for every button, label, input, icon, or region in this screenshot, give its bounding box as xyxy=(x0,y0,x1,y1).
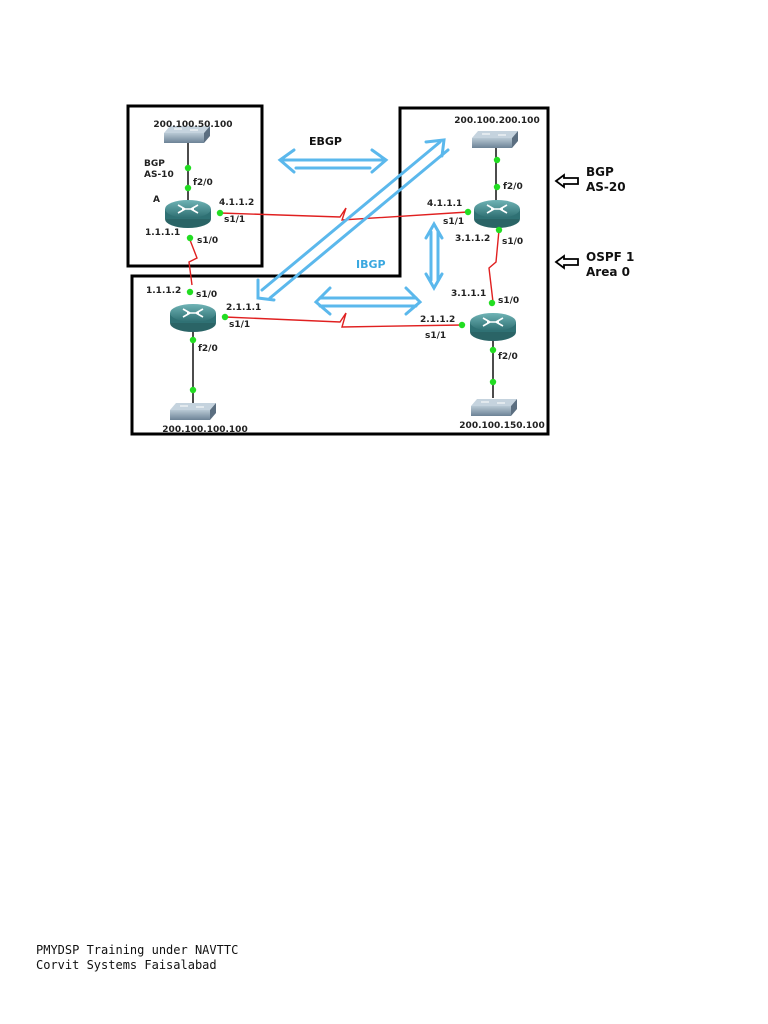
router-bl-ip-1112: 1.1.1.2 xyxy=(146,286,181,296)
router-br-ip-2112: 2.1.1.2 xyxy=(420,315,455,325)
as10-box xyxy=(126,104,264,268)
as20-box xyxy=(130,106,550,436)
pointer-arrows xyxy=(554,173,579,270)
as20-as-label: AS-20 xyxy=(586,180,626,194)
router-a-name-label: A xyxy=(153,195,160,205)
router-bl-f20-label: f2/0 xyxy=(198,344,218,354)
ebgp-arrow xyxy=(277,148,389,174)
ibgp-vertical-arrow xyxy=(424,220,444,292)
ebgp-label: EBGP xyxy=(309,135,342,148)
ospf-label: OSPF 1 xyxy=(586,250,634,264)
ospf-area-label: Area 0 xyxy=(586,265,630,279)
router-bl-s11-label: s1/1 xyxy=(229,320,250,330)
switch-bottom-left-icon xyxy=(169,402,217,421)
page-footer: PMYDSP Training under NAVTTC Corvit Syst… xyxy=(36,943,238,973)
router-tr-s10-label: s1/0 xyxy=(502,237,523,247)
footer-line-2: Corvit Systems Faisalabad xyxy=(36,958,217,972)
router-tr-ip-3112: 3.1.1.2 xyxy=(455,234,490,244)
router-top-right-icon xyxy=(473,199,521,229)
serial-link-bottom-left-bottom-right xyxy=(224,312,463,328)
port-dots xyxy=(184,156,503,394)
router-tr-ip-4111: 4.1.1.1 xyxy=(427,199,462,209)
serial-link-a-top-right xyxy=(219,207,469,221)
router-a-ip-1111: 1.1.1.1 xyxy=(145,228,180,238)
router-a-as-label: AS-10 xyxy=(144,170,174,180)
router-bottom-right-icon xyxy=(469,312,517,342)
router-br-ip-3111: 3.1.1.1 xyxy=(451,289,486,299)
router-br-f20-label: f2/0 xyxy=(498,352,518,362)
switch-top-right-icon xyxy=(471,130,519,149)
router-a-s10-label: s1/0 xyxy=(197,236,218,246)
router-tr-f20-label: f2/0 xyxy=(503,182,523,192)
router-a-s11-label: s1/1 xyxy=(224,215,245,225)
router-bl-ip-2111: 2.1.1.1 xyxy=(226,303,261,313)
switch-bottom-right-label: 200.100.150.100 xyxy=(459,421,544,431)
router-a-ip-4112: 4.1.1.2 xyxy=(219,198,254,208)
router-tr-s11-label: s1/1 xyxy=(443,217,464,227)
serial-link-a-bottom-left xyxy=(188,239,198,286)
router-br-s11-label: s1/1 xyxy=(425,331,446,341)
switch-top-left-label: 200.100.50.100 xyxy=(153,120,232,130)
network-diagram: 200.100.50.100 200.100.200.100 200.100.1… xyxy=(126,104,634,436)
ibgp-label: IBGP xyxy=(356,258,386,271)
switch-bottom-right-icon xyxy=(470,398,518,417)
router-bl-s10-label: s1/0 xyxy=(196,290,217,300)
router-a-icon xyxy=(164,199,212,229)
ibgp-horizontal-arrow xyxy=(313,286,423,316)
switch-bottom-left-label: 200.100.100.100 xyxy=(162,425,247,435)
router-bottom-left-icon xyxy=(169,303,217,333)
ospf-pointer-icon xyxy=(554,254,579,270)
router-a-bgp-label: BGP xyxy=(144,159,165,169)
router-br-s10-label: s1/0 xyxy=(498,296,519,306)
as20-bgp-label: BGP xyxy=(586,165,614,179)
footer-line-1: PMYDSP Training under NAVTTC xyxy=(36,943,239,957)
as20-pointer-icon xyxy=(554,173,579,189)
ibgp-diagonal-arrow xyxy=(256,138,450,302)
switch-top-right-label: 200.100.200.100 xyxy=(454,116,539,126)
serial-link-top-right-bottom-right xyxy=(488,229,500,303)
router-a-f20-label: f2/0 xyxy=(193,178,213,188)
